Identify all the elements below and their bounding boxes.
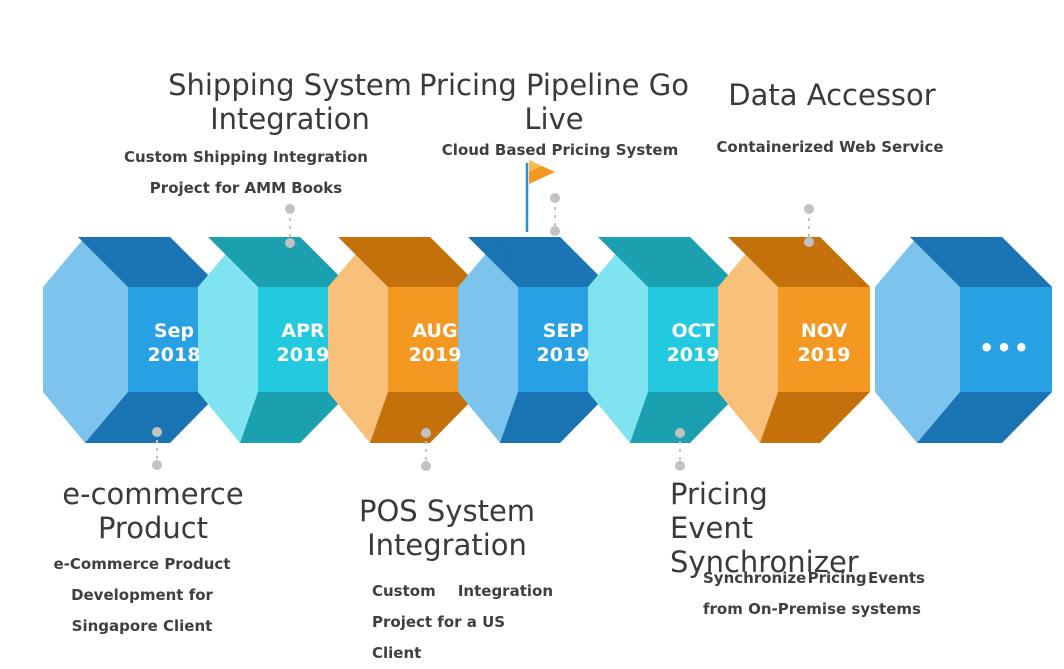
hexagon-front-face [778,287,870,392]
hexagon-top-face [240,237,350,287]
hexagon-bottom-face [85,392,220,443]
hexagon-bottom-face [500,392,610,443]
hexagon-block [328,237,480,443]
hexagon-front-face [258,287,350,392]
hexagon-side-face [43,237,128,443]
connector-pricing-pipeline [550,193,560,236]
connectors [152,193,814,471]
event-title-data-accessor: Data Accessor [728,78,936,112]
hexagon-block [718,237,870,443]
connector-data-accessor [804,204,814,247]
hexagon-front-face [518,287,610,392]
event-desc-pricing-pipeline: Cloud Based Pricing System [441,141,679,159]
event-desc-data-accessor: Containerized Web Service [716,138,944,156]
more-ellipsis: ••• [978,334,1032,362]
hexagon-bottom-face [630,392,740,443]
hexagon-chain [43,237,1052,443]
hexagon-front-face [128,287,220,392]
hexagon-bottom-face [917,392,1052,443]
hexagon-side-face [458,237,518,443]
hexagon-front-face [388,287,480,392]
connector-shipping [285,204,295,248]
connector-pricing-event [675,428,685,471]
hexagon-block [458,237,610,443]
connector-pos [421,428,431,471]
hexagon-top-face [917,237,1052,287]
hexagon-front-face [648,287,740,392]
hexagon-side-face [328,237,388,443]
hexagon-top-face [760,237,870,287]
hexagon-bottom-face [370,392,480,443]
hexagon-bottom-face [240,392,350,443]
hexagon-top-face [370,237,480,287]
hexagon-top-face [630,237,740,287]
hexagon-side-face [875,237,960,443]
hexagon-top-face [500,237,610,287]
timeline-graphic [43,160,1052,471]
hexagon-block [43,237,220,443]
hexagon-block [198,237,350,443]
flag-icon [525,160,555,232]
hexagon-side-face [198,237,258,443]
hexagon-bottom-face [760,392,870,443]
hexagon-block [875,237,1052,443]
hexagon-side-face [718,237,778,443]
hexagon-front-face [960,287,1052,392]
hexagon-block [588,237,740,443]
hexagon-top-face [85,237,220,287]
hexagon-side-face [588,237,648,443]
connector-ecommerce [152,427,162,470]
